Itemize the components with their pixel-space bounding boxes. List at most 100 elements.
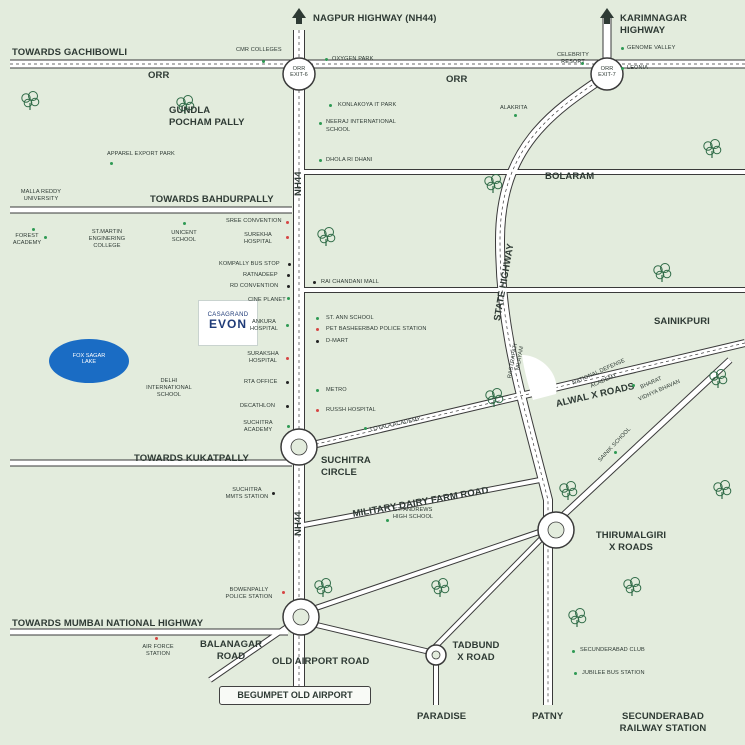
- landmark-stmartin-3: COLLEGE: [93, 243, 121, 249]
- landmark-celebrity-1: CELEBRITY: [557, 52, 589, 58]
- nh44-label-upper: NH44: [293, 171, 304, 196]
- landmark-mmts-2: MMTS STATION: [225, 494, 269, 500]
- dot-rd: [287, 285, 290, 288]
- landmark-secclub: SECUNDERABAD CLUB: [580, 647, 645, 653]
- dot-decathlon: [286, 405, 289, 408]
- dot-leonia: [621, 67, 624, 70]
- landmark-police-pet: PET BASHEERBAD POLICE STATION: [326, 326, 427, 332]
- dot-forest: [32, 228, 35, 231]
- nagpur-highway-label: NAGPUR HIGHWAY (NH44): [313, 13, 437, 24]
- sainikpuri-label: SAINIKPURI: [654, 316, 710, 327]
- dot-apparel: [110, 162, 113, 165]
- bolaram-label: BOLARAM: [545, 171, 595, 182]
- landmark-airforce-1: AIR FORCE: [142, 644, 174, 650]
- project-name: EVON: [208, 317, 247, 331]
- dot-celebrity: [581, 62, 584, 65]
- landmark-bowenpally-2: POLICE STATION: [225, 594, 273, 600]
- landmark-dmart: D-MART: [326, 338, 349, 344]
- roundabout-orr-exit6: [282, 57, 316, 91]
- dot-metro: [316, 389, 319, 392]
- suchitra-circle-label-1: SUCHITRA: [321, 455, 371, 466]
- landmark-metro: METRO: [326, 387, 347, 393]
- landmark-decathlon: DECATHLON: [240, 403, 275, 409]
- landmark-ratnadeep: RATNADEEP: [243, 272, 278, 278]
- landmark-cmr: CMR COLLEGES: [236, 47, 282, 53]
- balanagar-label-2: ROAD: [216, 651, 246, 662]
- landmark-ankura-1: ANKURA: [252, 319, 276, 325]
- gundla-label-2: POCHAM PALLY: [169, 117, 245, 128]
- secunderabad-station-label-2: RAILWAY STATION: [619, 723, 707, 734]
- landmark-neeraj-2: SCHOOL: [326, 127, 351, 133]
- dot-suchitra-academy: [287, 425, 290, 428]
- dot-bharat: [632, 384, 635, 387]
- landmark-jubilee: JUBILEE BUS STATION: [582, 670, 645, 676]
- landmark-apparel: APPAREL EXPORT PARK: [107, 151, 175, 157]
- secunderabad-station-label-1: SECUNDERABAD: [622, 711, 704, 722]
- nh44-label-lower: NH44: [293, 511, 304, 536]
- landmark-cineplanet: CINE PLANET: [248, 297, 286, 303]
- rastrapati-nilayam-grounds: [522, 355, 557, 400]
- dot-unicent: [183, 222, 186, 225]
- karimnagar-label-2: HIGHWAY: [620, 25, 666, 36]
- landmark-forest-1: FOREST: [15, 233, 39, 239]
- landmark-mmts-1: SUCHITRA: [232, 487, 262, 493]
- dot-konlakoya: [329, 104, 332, 107]
- landmark-leonia: LEONIA: [627, 65, 649, 71]
- roundabout-orr-exit7: [590, 57, 624, 91]
- dot-dhola: [319, 159, 322, 162]
- landmark-suraksha-1: SURAKSHA: [247, 351, 279, 357]
- dot-jubilee: [574, 672, 577, 675]
- karimnagar-label-1: KARIMNAGAR: [620, 13, 687, 24]
- patny-label: PATNY: [532, 711, 564, 722]
- landmark-forest-2: ACADEMY: [12, 240, 42, 246]
- dot-standrews: [386, 519, 389, 522]
- landmark-standrews-1: ST. ANDREWS: [393, 507, 433, 513]
- casagrand-evon-marker: CASAGRAND EVON: [198, 300, 258, 346]
- orr-exit6-line2: EXIT-6: [290, 71, 308, 78]
- landmark-rd: RD CONVENTION: [230, 283, 279, 289]
- landmark-rai: RAI CHANDANI MALL: [321, 279, 379, 285]
- landmark-surekha-1: SUREKHA: [244, 232, 272, 238]
- dot-kompally: [288, 263, 291, 266]
- towards-mumbai-highway-label: TOWARDS MUMBAI NATIONAL HIGHWAY: [12, 618, 204, 629]
- landmark-konlakoya: KONLAKOYA IT PARK: [338, 102, 397, 108]
- arrow-up-icon: [600, 8, 614, 24]
- gundla-label-1: GUNDLA: [169, 105, 211, 116]
- landmark-malla-2: UNIVERSITY: [23, 196, 59, 202]
- orr-label-left: ORR: [148, 70, 170, 81]
- orr-exit6-line1: ORR: [292, 66, 306, 72]
- fox-sagar-lake: FOX SAGAR LAKE: [49, 339, 129, 383]
- old-airport-road-label: OLD AIRPORT ROAD: [272, 656, 370, 667]
- landmark-malla-1: MALLA REDDY: [20, 189, 62, 195]
- orr-exit7-line2: EXIT-7: [598, 71, 616, 78]
- landmark-stmartin-1: ST.MARTIN: [91, 229, 123, 235]
- landmark-stann: ST. ANN SCHOOL: [326, 315, 374, 321]
- dot-suraksha: [286, 357, 289, 360]
- landmark-delhi-1: DELHI: [160, 378, 178, 384]
- towards-bahdurpally-label: TOWARDS BAHDURPALLY: [150, 194, 274, 205]
- dot-police-pet: [316, 328, 319, 331]
- lake-label-2: LAKE: [81, 359, 97, 365]
- thirumalgiri-label-2: X ROADS: [609, 542, 653, 553]
- dot-stann: [316, 317, 319, 320]
- dot-rta: [286, 381, 289, 384]
- landmark-surekha-2: HOSPITAL: [243, 239, 273, 245]
- suchitra-circle-label-2: CIRCLE: [321, 467, 357, 478]
- dot-sree: [286, 221, 289, 224]
- landmark-dhola: DHOLA RI DHANI: [326, 157, 373, 163]
- dot-russh: [316, 409, 319, 412]
- dot-secclub: [572, 650, 575, 653]
- landmark-unicent-1: UNICENT: [171, 230, 197, 236]
- thirumalgiri-label-1: THIRUMALGIRI: [595, 530, 667, 541]
- dot-ratnadeep: [287, 274, 290, 277]
- dot-sainik: [614, 451, 617, 454]
- dot-loyala: [364, 427, 367, 430]
- dot-bowenpally: [282, 591, 285, 594]
- landmark-russh: RUSSH HOSPITAL: [326, 407, 376, 413]
- landmark-sree: SREE CONVENTION: [226, 218, 282, 224]
- begumpet-airport-label: BEGUMPET OLD AIRPORT: [219, 686, 371, 705]
- landmark-genome: GENOME VALLEY: [627, 45, 676, 51]
